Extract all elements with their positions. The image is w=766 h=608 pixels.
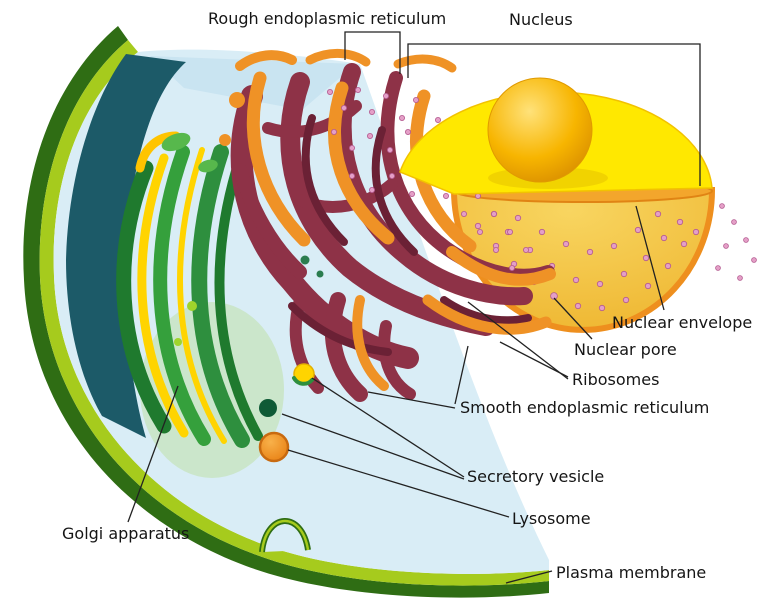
leader-ribosomes-2 bbox=[467, 301, 569, 380]
label-lysosome: Lysosome bbox=[512, 509, 591, 528]
label-golgi-apparatus: Golgi apparatus bbox=[62, 524, 190, 543]
leader-smooth-er-1 bbox=[454, 345, 469, 405]
nucleus-cap-graphic bbox=[399, 77, 713, 195]
green-vesicle-graphic bbox=[259, 399, 277, 417]
leader-lysosome bbox=[287, 449, 510, 518]
leader-nucleus bbox=[407, 43, 701, 186]
nucleolus-graphic bbox=[487, 77, 593, 183]
endoplasmic-reticulum-graphic bbox=[219, 49, 556, 402]
leader-plasma-membrane bbox=[505, 570, 553, 584]
leader-golgi bbox=[127, 385, 179, 523]
label-nuclear-pore: Nuclear pore bbox=[574, 340, 677, 359]
leader-rough-er bbox=[344, 31, 401, 74]
golgi-apparatus-graphic bbox=[116, 131, 324, 478]
label-ribosomes: Ribosomes bbox=[572, 370, 660, 389]
label-plasma-membrane: Plasma membrane bbox=[556, 563, 707, 582]
leader-nuclear-envelope bbox=[635, 205, 665, 311]
label-smooth-endoplasmic-reticulum: Smooth endoplasmic reticulum bbox=[460, 398, 710, 417]
label-nucleus: Nucleus bbox=[509, 10, 573, 29]
leader-secretory-1 bbox=[311, 377, 465, 478]
vesicles-graphic bbox=[258, 363, 315, 463]
leader-secretory-2 bbox=[281, 413, 465, 480]
leader-ribosomes-1 bbox=[499, 341, 569, 378]
leader-nuclear-pore bbox=[553, 297, 593, 340]
leader-lines bbox=[127, 31, 701, 584]
nuclear-pores bbox=[474, 210, 700, 312]
label-nuclear-envelope: Nuclear envelope bbox=[612, 313, 753, 332]
label-rough-endoplasmic-reticulum: Rough endoplasmic reticulum bbox=[208, 9, 447, 28]
label-secretory-vesicle: Secretory vesicle bbox=[467, 467, 605, 486]
free-ribosome-dots bbox=[715, 203, 757, 281]
lysosome-graphic bbox=[258, 431, 290, 463]
nucleus-graphic bbox=[450, 179, 757, 333]
leader-smooth-er-2 bbox=[367, 391, 456, 409]
